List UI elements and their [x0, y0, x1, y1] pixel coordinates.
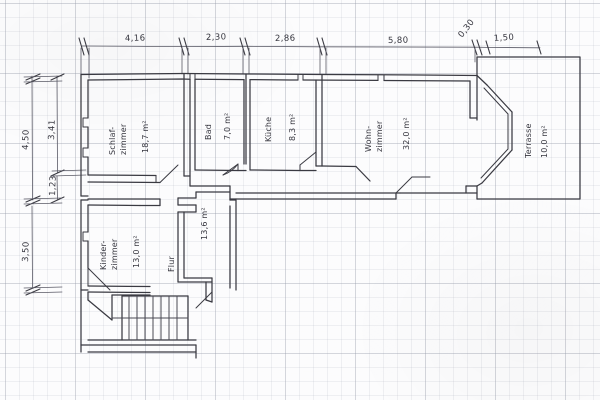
- dim-left-4: 3,50: [21, 241, 32, 262]
- dim-top-4: 5,80: [388, 36, 409, 46]
- room-area-kinderzimmer: 13,0 m²: [132, 235, 141, 268]
- room-area-kueche: 8,3 m²: [288, 114, 297, 141]
- room-labels: Schlaf- zimmer 18,7 m² Kinder- zimmer 13…: [99, 113, 549, 272]
- room-label-kueche: Küche: [264, 117, 273, 142]
- dim-top-1: 4,16: [125, 34, 146, 44]
- room-label-flur: Flur: [167, 256, 176, 272]
- room-label-schlafzimmer-line1: Schlaf-: [108, 127, 117, 155]
- room-label-wohnzimmer-line1: Wohn-: [364, 126, 373, 152]
- room-area-schlafzimmer: 18,7 m²: [141, 120, 150, 153]
- room-area-bad: 7,0 m²: [223, 113, 232, 140]
- room-label-wohnzimmer-line2: zimmer: [375, 120, 384, 152]
- room-label-bad: Bad: [204, 124, 213, 140]
- room-label-terrasse: Terrasse: [524, 123, 533, 159]
- room-label-kinderzimmer-line2: zimmer: [110, 238, 119, 270]
- dim-left-2: 3,41: [47, 119, 58, 140]
- dim-left-3: 1,23: [48, 175, 59, 196]
- room-area-flur: 13,6 m²: [200, 207, 209, 240]
- dim-top-5: 0,30: [456, 18, 477, 40]
- room-label-schlafzimmer-line2: zimmer: [119, 123, 128, 155]
- left-dimension-chain: 4,50 3,41 1,23 3,50: [21, 73, 87, 296]
- room-label-kinderzimmer-line1: Kinder-: [99, 240, 108, 270]
- dim-left-1: 4,50: [21, 129, 32, 150]
- dim-top-3: 2,86: [275, 34, 296, 44]
- room-area-wohnzimmer: 32,0 m²: [402, 117, 411, 150]
- terrasse-outline: [476, 56, 581, 200]
- dim-top-6: 1,50: [494, 33, 515, 44]
- dim-top-2: 2,30: [206, 32, 227, 43]
- room-area-terrasse: 10,0 m²: [540, 125, 549, 158]
- staircase: [111, 295, 189, 341]
- top-dimension-chain: 4,16 2,30 2,86 5,80 0,30 1,50: [78, 18, 542, 79]
- building-walls: [80, 72, 478, 359]
